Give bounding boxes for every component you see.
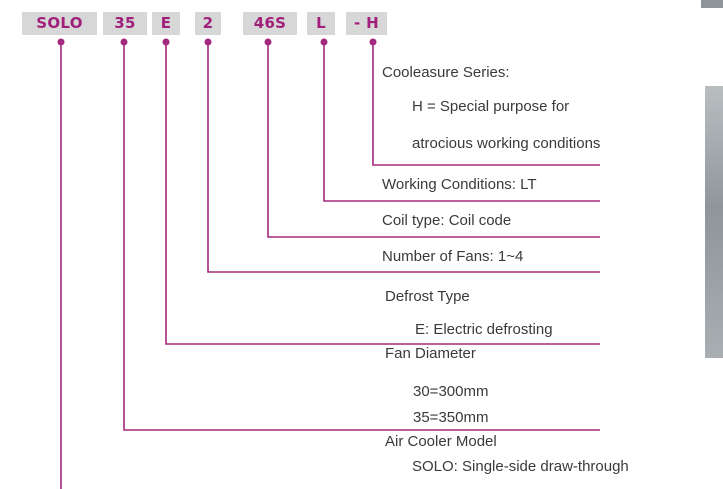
dot-solo [57,38,65,46]
dot-35 [120,38,128,46]
dot-l [320,38,328,46]
coil-type-label: Coil type: Coil code [382,212,512,229]
air-cooler-model-value: SOLO: Single-side draw-through [412,458,629,475]
code-segment-35: 35 [103,12,147,35]
connector-e [165,42,600,345]
code-segment-e: E [152,12,180,35]
series-line-1: H = Special purpose for [412,98,570,115]
defrost-type-title: Defrost Type [385,288,470,305]
dot-e [162,38,170,46]
connector-46s [267,42,600,238]
air-cooler-model-title: Air Cooler Model [385,433,497,450]
fan-diameter-title: Fan Diameter [385,345,476,362]
connector-35 [123,42,600,431]
code-segment-l: L [307,12,335,35]
working-conditions-label: Working Conditions: LT [382,176,537,193]
code-segment-2: 2 [195,12,221,35]
code-segment-h: - H [346,12,387,35]
code-segment-solo: SOLO [22,12,97,35]
defrost-type-value: E: Electric defrosting [415,321,553,338]
series-title: Cooleasure Series: [382,64,510,81]
product-photo-fragment [705,86,723,358]
code-segment-46s: 46S [243,12,297,35]
product-photo-top-fragment [701,0,723,8]
series-line-2: atrocious working conditions [412,135,601,152]
connector-2 [207,42,600,273]
connector-l [323,42,600,202]
fan-diameter-35: 35=350mm [413,409,489,426]
dot-2 [204,38,212,46]
number-of-fans-label: Number of Fans: 1~4 [382,248,524,265]
fan-diameter-30: 30=300mm [413,383,489,400]
connector-h [372,42,600,166]
dot-h [369,38,377,46]
dot-46s [264,38,272,46]
